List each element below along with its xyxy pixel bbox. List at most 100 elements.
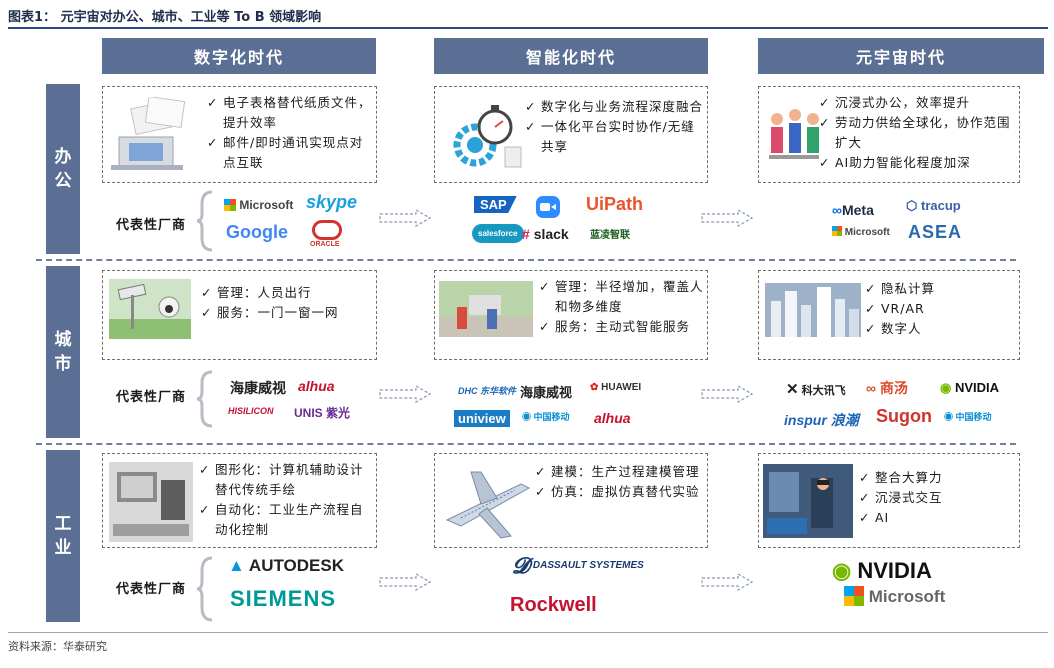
logo-landray: 蓝凌智联 <box>590 230 630 241</box>
logo-microsoft-2: Microsoft <box>832 226 890 238</box>
logo-rockwell: Rockwell <box>510 594 597 616</box>
era-header-smart: 智能化时代 <box>434 38 708 74</box>
factory-vr-illustration <box>763 464 853 538</box>
zoom-icon <box>536 196 560 218</box>
brace-icon <box>196 556 213 622</box>
logo-skype: skype <box>306 192 358 212</box>
logo-text: 中国移动 <box>533 412 570 422</box>
autodesk-icon: ▲ <box>228 556 245 575</box>
zoom-camera-shape <box>540 203 550 211</box>
gear-stopwatch-illustration <box>453 105 522 168</box>
bullet-text: 数字化与业务流程深度融合 <box>541 99 704 114</box>
microsoft-icon <box>844 586 864 606</box>
dassault-icon: 𝓓 <box>512 553 529 578</box>
bullet: ✓建模：生产过程建模管理 <box>535 462 707 482</box>
logo-dhc: DHC 东华软件 <box>458 386 516 396</box>
check-icon: ✓ <box>819 95 831 110</box>
meta-icon: ∞ <box>832 202 842 218</box>
tracup-icon: ⬡ <box>906 198 918 213</box>
bullet: ✓ 沉浸式办公，效率提升 <box>819 93 1019 113</box>
check-icon: ✓ <box>525 119 537 134</box>
bullet: ✓VR/AR <box>865 299 1015 319</box>
logo-nvidia: ◉ NVIDIA <box>832 558 932 584</box>
city-meta-points: ✓ 隐私计算 ✓VR/AR ✓数字人 <box>865 279 1015 339</box>
bullet-text: 沉浸式办公，效率提升 <box>835 95 971 110</box>
logo-nvidia-small: ◉ NVIDIA <box>940 380 999 396</box>
office-meta-box: ✓ 沉浸式办公，效率提升 ✓劳动力供给全球化，协作范围扩大 ✓ AI助力智能化程度加… <box>758 86 1020 183</box>
logo-asea: ASEA <box>908 222 963 242</box>
city-digital-box: ✓管理：人员出行 ✓服务：一门一窗一网 <box>102 270 377 360</box>
bullet-text: AI助力智能化程度加深 <box>835 155 971 170</box>
logo-text: Microsoft <box>844 227 890 238</box>
bullet-text: 劳动力供给全球化，协作范围扩大 <box>835 115 1011 150</box>
street-scene-illustration <box>439 281 533 337</box>
logo-text: HUAWEI <box>601 382 642 393</box>
bullet-text: 图形化：计算机辅助设计替代传统手绘 <box>215 462 364 497</box>
office-digital-points: ✓电子表格替代纸质文件，提升效率 ✓邮件/即时通讯实现点对点互联 <box>207 93 373 173</box>
bullet-text: 管理：半径增加，覆盖人和物多维度 <box>555 279 704 314</box>
row-label-office-2: 公 <box>54 171 72 191</box>
bullet: ✓劳动力供给全球化，协作范围扩大 <box>819 113 1019 153</box>
arrow-icon <box>700 208 754 228</box>
logo-dahua: alhua <box>298 378 335 394</box>
zoom-camera-lens <box>551 204 556 210</box>
office-meta-points: ✓ 沉浸式办公，效率提升 ✓劳动力供给全球化，协作范围扩大 ✓ AI助力智能化程度加… <box>819 93 1019 173</box>
check-icon: ✓ <box>199 502 211 517</box>
industry-digital-points: ✓图形化：计算机辅助设计替代传统手绘 ✓自动化：工业生产流程自动化控制 <box>199 460 375 540</box>
check-icon: ✓ <box>535 484 547 499</box>
bullet-text: 沉浸式交互 <box>875 490 943 505</box>
iflytek-icon: ✕ <box>786 381 799 398</box>
logo-huawei: ✿ HUAWEI <box>590 382 641 393</box>
cctv-camera-illustration <box>109 279 191 339</box>
bullet-text: 数字人 <box>881 321 922 336</box>
logo-text: Meta <box>841 202 874 218</box>
industry-meta-box: ✓整合大算力 ✓沉浸式交互 ✓AI <box>758 453 1020 548</box>
era-header-meta: 元宇宙时代 <box>758 38 1044 74</box>
logo-china-mobile: ◉ 中国移动 <box>522 410 570 423</box>
logo-iflytek: ✕ 科大讯飞 <box>786 380 846 398</box>
industry-meta-points: ✓整合大算力 ✓沉浸式交互 ✓AI <box>859 468 1015 528</box>
city-smart-points: ✓管理：半径增加，覆盖人和物多维度 ✓服务：主动式智能服务 <box>539 277 707 337</box>
check-icon: ✓ <box>859 470 871 485</box>
check-icon: ✓ <box>201 305 213 320</box>
office-smart-box: ✓数字化与业务流程深度融合 ✓ 一体化平台实时协作/无缝共享 <box>434 86 708 183</box>
bullet-text: 仿真：虚拟仿真替代实验 <box>551 484 700 499</box>
bullet: ✓管理：半径增加，覆盖人和物多维度 <box>539 277 707 317</box>
figure-title: 图表1： 元宇宙对办公、城市、工业等 To B 领域影响 <box>8 10 322 25</box>
logo-hikvision-2: 海康威视 <box>520 385 573 400</box>
bullet: ✓数字化与业务流程深度融合 <box>525 97 705 117</box>
arrow-icon <box>700 572 754 592</box>
row-label-industry: 工 业 <box>46 450 80 622</box>
bullet: ✓AI <box>859 508 1015 528</box>
logo-china-mobile-2: ◉ 中国移动 <box>944 410 992 423</box>
logo-text: slack <box>533 226 569 242</box>
logo-text: Microsoft <box>868 587 946 606</box>
bullet-text: 隐私计算 <box>881 281 936 296</box>
check-icon: ✓ <box>865 281 877 296</box>
brace-icon <box>196 190 213 252</box>
bottom-rule <box>8 632 1048 633</box>
logo-inspur: inspur 浪潮 <box>784 412 859 428</box>
bullet: ✓ 图形化：计算机辅助设计替代传统手绘 <box>199 460 375 500</box>
row-label-industry-2: 业 <box>54 538 72 558</box>
logo-text: 科大讯飞 <box>801 385 846 397</box>
logo-hikvision: 海康威视 <box>230 380 286 396</box>
row-divider-1 <box>36 259 1016 261</box>
check-icon: ✓ <box>207 135 219 150</box>
bullet: ✓数字人 <box>865 319 1015 339</box>
bullet-text: 一体化平台实时协作/无缝共享 <box>541 119 695 154</box>
logo-autodesk: ▲ AUTODESK <box>228 556 344 576</box>
laptop-documents-illustration <box>111 97 186 170</box>
logo-unis: UNIS 紫光 <box>294 406 351 420</box>
industry-digital-box: ✓图形化：计算机辅助设计替代传统手绘 ✓自动化：工业生产流程自动化控制 <box>102 453 377 548</box>
logo-text: NVIDIA <box>954 380 1000 395</box>
row-label-office-1: 办 <box>54 147 72 167</box>
bullet-text: VR/AR <box>881 301 925 316</box>
logo-text: NVIDIA <box>857 558 932 583</box>
row-label-office: 办 公 <box>46 84 80 254</box>
check-icon: ✓ <box>199 462 211 477</box>
arrow-icon <box>700 384 754 404</box>
logo-uniview: uniview <box>454 410 510 427</box>
bullet: ✓邮件/即时通讯实现点对点互联 <box>207 133 373 173</box>
